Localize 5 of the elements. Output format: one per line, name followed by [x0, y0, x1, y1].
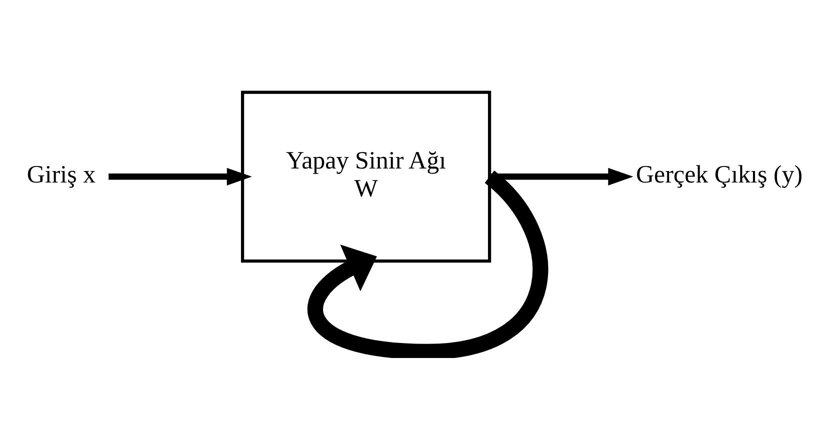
- arrow: [108, 167, 252, 185]
- node-text: Gerçek Çıkış (y): [636, 161, 803, 188]
- arrow: [490, 167, 634, 185]
- node-text: Giriş x: [26, 161, 96, 188]
- node-box: Yapay Sinir Ağı W: [240, 90, 492, 262]
